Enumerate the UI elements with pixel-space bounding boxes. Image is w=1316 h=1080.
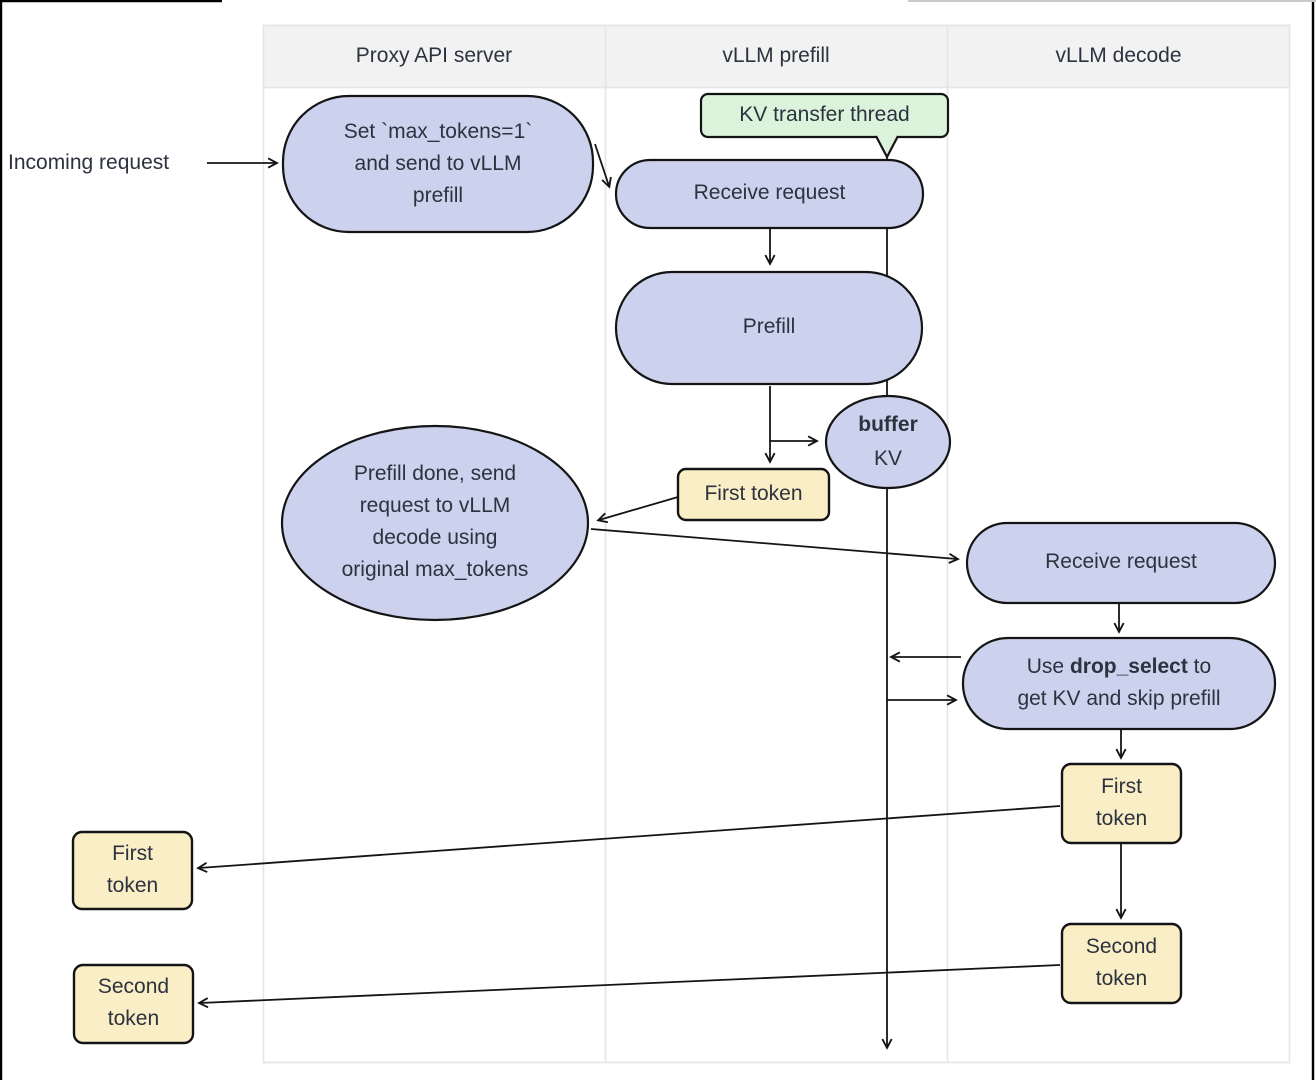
kv-callout-tail (875, 135, 899, 160)
first-token-decode-box (1060, 762, 1183, 845)
prefill-node (614, 270, 924, 386)
prefill-receive-request-node (614, 158, 925, 230)
second-token-decode-box (1060, 922, 1183, 1005)
decode-receive-request-node (965, 521, 1277, 605)
arrow-first-token-to-prefill-done (599, 496, 679, 520)
arrow-first-token-decode-to-out (199, 805, 1061, 868)
arrow-prefill-done-to-decode-receive (590, 528, 957, 559)
arrow-proxy-to-prefill-receive (594, 143, 609, 186)
arrow-second-token-decode-to-out (200, 964, 1061, 1003)
kv-callout-tail-mask (877, 133, 897, 138)
second-token-out-box (72, 963, 195, 1045)
drop-select-node (961, 636, 1277, 731)
first-token-out-box (71, 830, 194, 911)
prefill-done-node (280, 424, 590, 622)
swimlane-header-band (262, 24, 1291, 89)
proxy-set-max-tokens-node (281, 94, 595, 234)
first-token-prefill-box (676, 467, 831, 522)
kv-transfer-thread-callout (699, 92, 950, 139)
buffer-kv-node (824, 394, 952, 490)
